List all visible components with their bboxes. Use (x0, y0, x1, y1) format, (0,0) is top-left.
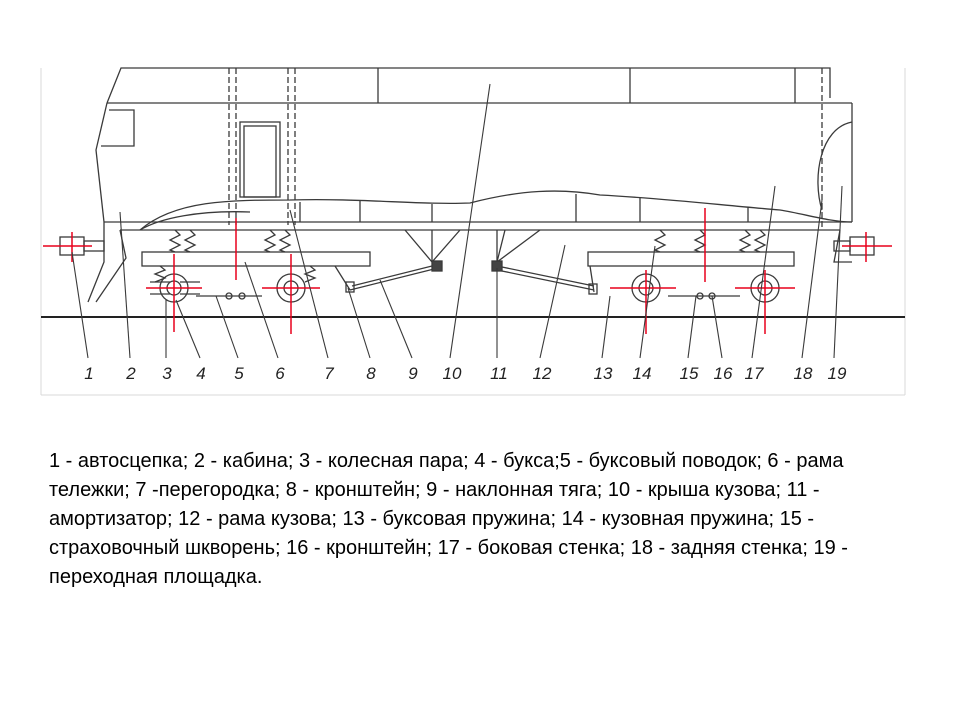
callout-10: 10 (443, 364, 462, 383)
callout-17: 17 (745, 364, 764, 383)
callout-12: 12 (533, 364, 552, 383)
locomotive-diagram: 1 2 3 4 5 6 7 8 9 10 11 12 13 14 15 16 1… (40, 67, 906, 396)
callout-14: 14 (633, 364, 652, 383)
callout-2: 2 (125, 364, 136, 383)
callout-4: 4 (196, 364, 205, 383)
bogie-right (587, 229, 795, 303)
callout-7: 7 (324, 364, 334, 383)
leader-lines (71, 83, 843, 359)
bogie-left (141, 229, 371, 303)
callout-1: 1 (84, 364, 93, 383)
callout-3: 3 (162, 364, 172, 383)
callout-9: 9 (408, 364, 418, 383)
callout-15: 15 (680, 364, 699, 383)
callout-5: 5 (234, 364, 244, 383)
callout-18: 18 (794, 364, 813, 383)
callout-16: 16 (714, 364, 733, 383)
callout-11: 11 (490, 364, 508, 383)
callout-8: 8 (366, 364, 376, 383)
callout-labels: 1 2 3 4 5 6 7 8 9 10 11 12 13 14 15 16 1… (84, 364, 847, 383)
red-axis-marks (43, 208, 892, 334)
callout-13: 13 (594, 364, 613, 383)
inclined-rods (345, 260, 598, 295)
legend-text: 1 - автосцепка; 2 - кабина; 3 - колесная… (49, 450, 848, 588)
callout-6: 6 (275, 364, 285, 383)
locomotive-body (87, 67, 853, 303)
callout-19: 19 (828, 364, 847, 383)
